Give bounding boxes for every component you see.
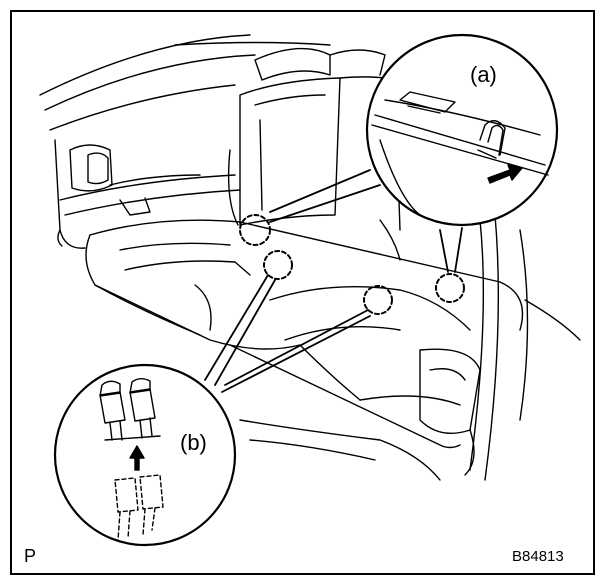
locator-circle-3 [363,285,393,315]
figure-id: B84813 [512,548,564,565]
locator-circle-4 [435,273,465,303]
callout-a [365,33,559,227]
callout-a-leaders [269,169,463,273]
callout-b-label: (b) [180,430,207,455]
locator-circles [239,214,465,315]
seat-cushion [85,219,524,481]
right-trim [469,214,581,481]
callout-a-label: (a) [470,62,497,87]
locator-circle-1 [239,214,271,246]
locator-circle-2 [263,250,293,280]
callout-b [53,363,237,547]
corner-label: P [24,546,37,566]
callout-b-leaders [204,274,371,393]
seatback-left [227,47,341,226]
rear-shelf-line [174,41,331,46]
door-panel [39,34,256,249]
